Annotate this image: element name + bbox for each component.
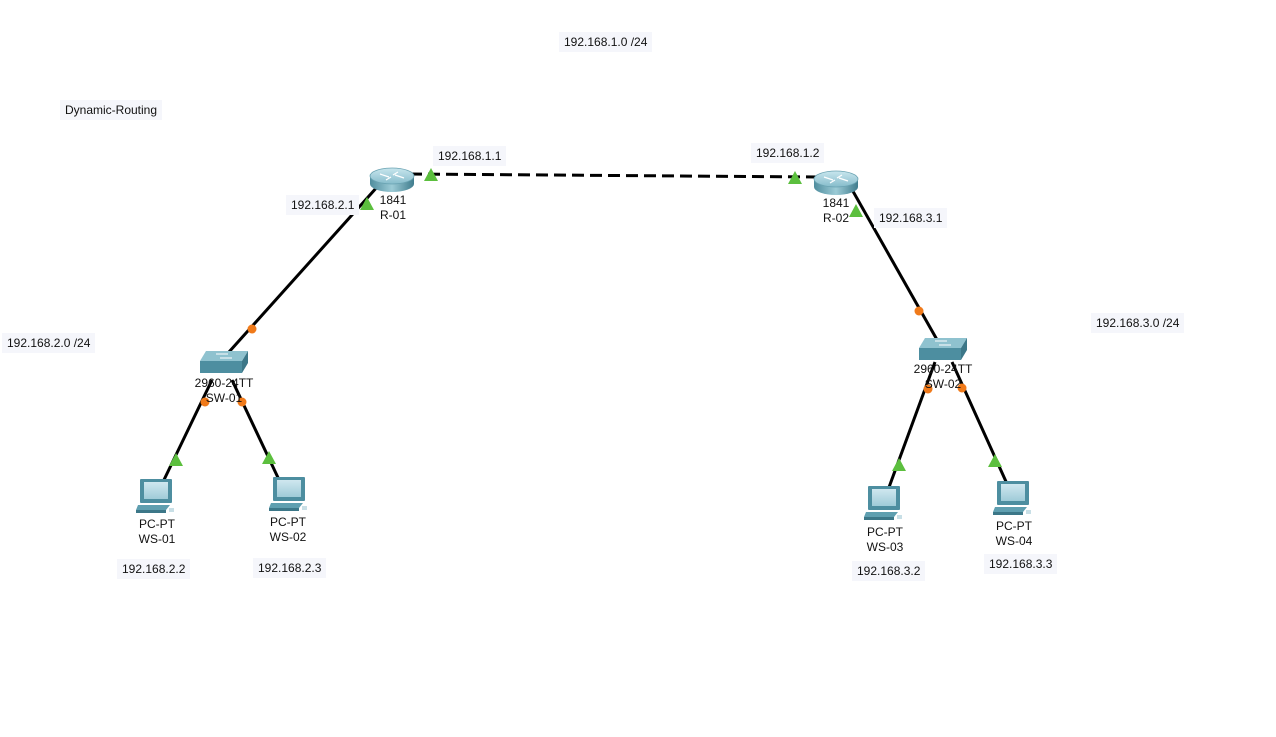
pc-ws03[interactable]	[864, 486, 902, 520]
device-model: PC-PT	[996, 519, 1032, 533]
link-r01-sw01[interactable]	[218, 184, 380, 364]
router-icon	[379, 171, 405, 181]
link-r01-r02[interactable]	[409, 172, 821, 179]
router-icon	[823, 174, 849, 184]
device-model: 2960-24TT	[913, 362, 973, 376]
device-model: 1841	[822, 196, 850, 210]
link-sw01-ws02[interactable]	[230, 379, 283, 485]
device-label-ws01: PC-PT WS-01	[139, 517, 176, 547]
network-note-net2[interactable]: 192.168.2.0 /24	[2, 333, 96, 353]
device-model: 2960-24TT	[194, 376, 254, 390]
status-up-icon	[788, 171, 802, 184]
ip-note-r01-wan[interactable]: 192.168.1.1	[433, 146, 507, 166]
status-up-icon	[988, 454, 1002, 467]
device-label-r02: 1841 R-02	[823, 196, 850, 226]
status-orange-icon	[247, 324, 257, 334]
ip-note-ws04[interactable]: 192.168.3.3	[984, 554, 1058, 574]
device-model: 1841	[379, 193, 407, 207]
ip-note-ws02[interactable]: 192.168.2.3	[253, 558, 327, 578]
status-up-icon	[849, 204, 863, 217]
device-name: SW-02	[924, 377, 962, 391]
status-orange-icon	[237, 397, 247, 407]
link-status-indicators	[169, 168, 1002, 471]
switch-icon	[935, 340, 951, 346]
router-r02[interactable]	[813, 170, 859, 195]
device-model: PC-PT	[867, 525, 903, 539]
network-note-net3[interactable]: 192.168.3.0 /24	[1091, 313, 1185, 333]
link-r02-sw02[interactable]	[848, 185, 942, 346]
status-orange-icon	[914, 306, 924, 316]
device-label-ws03: PC-PT WS-03	[867, 525, 904, 555]
ip-note-r02-wan[interactable]: 192.168.1.2	[751, 143, 825, 163]
device-name: WS-03	[866, 540, 904, 554]
device-name: WS-02	[269, 530, 307, 544]
switch-sw02[interactable]	[919, 338, 967, 360]
title-note[interactable]: Dynamic-Routing	[60, 100, 163, 120]
status-orange-icon	[957, 383, 967, 393]
device-label-ws02: PC-PT WS-02	[270, 515, 307, 545]
status-up-icon	[169, 453, 183, 466]
switch-sw01[interactable]	[200, 351, 248, 373]
status-up-icon	[360, 197, 374, 210]
device-name: WS-04	[995, 534, 1033, 548]
device-label-sw02: 2960-24TT SW-02	[914, 362, 973, 392]
router-r01[interactable]	[369, 167, 415, 192]
device-label-sw01: 2960-24TT SW-01	[195, 376, 254, 406]
device-model: PC-PT	[270, 515, 306, 529]
device-name: SW-01	[205, 391, 243, 405]
link-sw01-ws01[interactable]	[160, 379, 214, 485]
ip-note-r01-lan[interactable]: 192.168.2.1	[286, 195, 360, 215]
network-note-net1[interactable]: 192.168.1.0 /24	[559, 32, 653, 52]
device-name: R-01	[379, 208, 407, 222]
status-orange-icon	[923, 384, 933, 394]
status-up-icon	[262, 451, 276, 464]
pc-ws04[interactable]	[993, 481, 1031, 515]
device-name: R-02	[822, 211, 850, 225]
device-label-r01: 1841 R-01	[380, 193, 407, 223]
status-orange-icon	[200, 397, 210, 407]
pc-ws01[interactable]	[136, 479, 174, 513]
ip-note-ws03[interactable]: 192.168.3.2	[852, 561, 926, 581]
device-label-ws04: PC-PT WS-04	[996, 519, 1033, 549]
device-model: PC-PT	[139, 517, 175, 531]
device-name: WS-01	[138, 532, 176, 546]
status-up-icon	[424, 168, 438, 181]
status-up-icon	[892, 458, 906, 471]
ip-note-r02-lan[interactable]: 192.168.3.1	[874, 208, 948, 228]
pc-ws02[interactable]	[269, 477, 307, 511]
ip-note-ws01[interactable]: 192.168.2.2	[117, 559, 191, 579]
switch-icon	[216, 353, 232, 359]
